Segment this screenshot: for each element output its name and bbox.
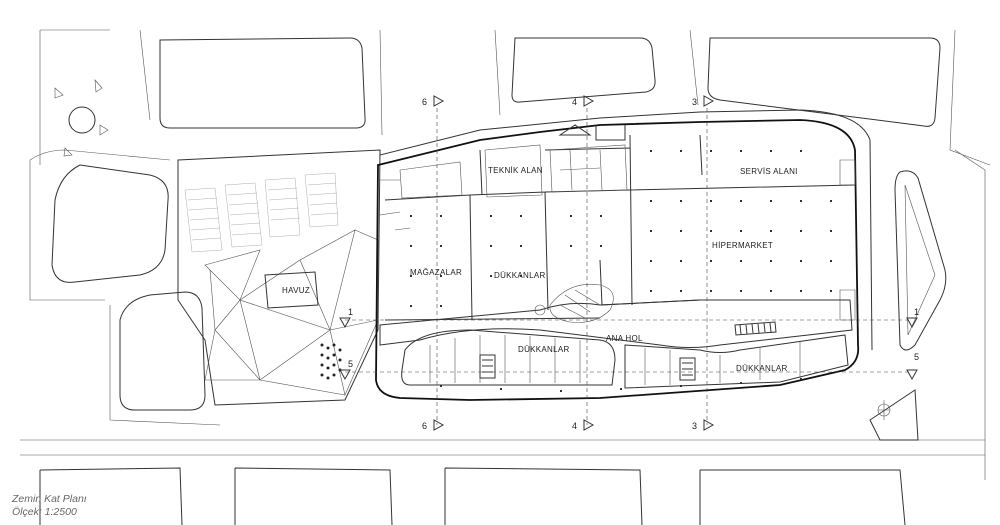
road-edge-south	[20, 439, 985, 456]
label-magazalar: MAĞAZALAR	[410, 268, 462, 277]
city-block-west-upper	[51, 164, 169, 283]
dotted-paving	[320, 343, 342, 380]
section-number-1-west: 1	[348, 307, 353, 317]
fountain	[534, 304, 546, 316]
section-marker-3-top	[703, 95, 715, 107]
site-context	[20, 29, 991, 525]
section-marker-1-west	[339, 317, 351, 329]
east-plaza	[894, 170, 947, 351]
section-number-3-top: 3	[692, 97, 697, 107]
drawing-title: Zemin Kat Planı	[12, 493, 87, 505]
service-rooms	[379, 144, 856, 321]
city-block-south-2	[234, 467, 393, 525]
road-edge-west	[29, 149, 221, 426]
north-edge-roof	[379, 109, 873, 351]
label-ana-hol: ANA HOL	[606, 334, 643, 343]
section-number-1-east: 1	[914, 307, 919, 317]
section-number-5-east: 5	[914, 352, 919, 362]
parking-rows	[184, 172, 339, 253]
havuz-pool	[264, 271, 319, 309]
section-marker-4-top	[583, 95, 595, 107]
section-marker-1-east	[906, 317, 918, 329]
section-marker-5-west	[339, 369, 351, 381]
north-entrance	[558, 124, 626, 141]
south-east-shop-strip	[624, 334, 849, 389]
section-number-6-bottom: 6	[422, 421, 427, 431]
section-number-4-bottom: 4	[572, 421, 577, 431]
south-shop-strip	[401, 329, 616, 386]
landscape-boundary	[177, 149, 381, 406]
label-hipermarket: HİPERMARKET	[712, 241, 773, 250]
section-marker-5-east	[906, 369, 918, 381]
roundabout	[68, 106, 96, 134]
road-edge-east	[954, 149, 986, 480]
stair-core-1	[479, 354, 496, 379]
city-block-south-1	[39, 467, 183, 525]
column-grid	[410, 150, 832, 392]
label-dukkanlar-south-west: DÜKKANLAR	[518, 345, 570, 354]
roundabout-islands	[54, 79, 109, 157]
label-servis-alani: SERVİS ALANI	[740, 167, 798, 176]
main-hall-concourse	[379, 299, 853, 348]
east-plaza-inner	[904, 184, 936, 336]
north-arrow-needle	[878, 400, 890, 420]
section-number-3-bottom: 3	[692, 421, 697, 431]
east-island-south	[869, 389, 919, 441]
section-numbers: 6 4 3 6 4 3 1 5 1 5	[348, 97, 919, 431]
building-outline	[375, 119, 860, 401]
city-block-west-lower	[119, 291, 206, 411]
section-marker-6-bottom	[433, 419, 445, 431]
section-number-4-top: 4	[572, 97, 577, 107]
label-dukkanlar-south-east: DÜKKANLAR	[736, 364, 788, 373]
city-block-north-east	[707, 37, 941, 127]
escalator	[734, 321, 777, 336]
landscape-area	[177, 149, 381, 406]
drawing-scale: Ölçek: 1:2500	[12, 506, 77, 518]
atrium-feature	[549, 283, 614, 323]
label-teknik-alan: TEKNİK ALAN	[488, 166, 543, 175]
city-block-south-3	[444, 467, 643, 525]
section-marker-3-bottom	[703, 419, 715, 431]
section-marker-4-bottom	[583, 419, 595, 431]
city-block-north-center	[511, 37, 656, 103]
city-block-north-west	[159, 37, 366, 129]
city-block-south-4	[699, 469, 906, 525]
stair-core-2	[679, 357, 696, 381]
section-marker-6-top	[433, 95, 445, 107]
label-dukkanlar-north: DÜKKANLAR	[494, 271, 546, 280]
building	[375, 109, 873, 401]
section-number-6-top: 6	[422, 97, 427, 107]
section-number-5-west: 5	[348, 359, 353, 369]
section-lines	[339, 95, 918, 431]
label-havuz: HAVUZ	[282, 286, 310, 295]
road-edge-north	[39, 29, 991, 166]
room-labels: TEKNİK ALAN SERVİS ALANI HİPERMARKET MAĞ…	[282, 166, 798, 373]
